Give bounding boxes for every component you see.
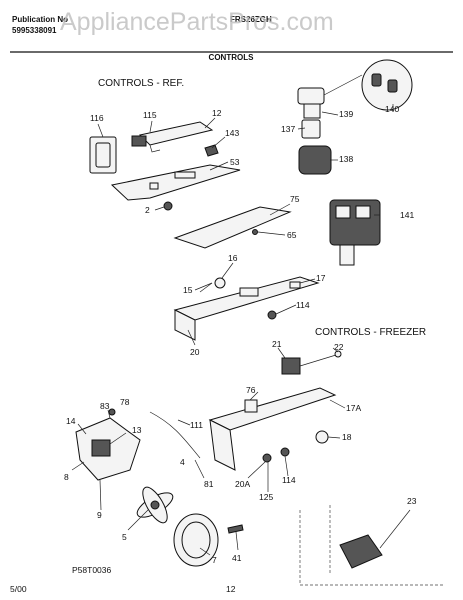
callout-141: 141 <box>400 210 414 220</box>
callout-2: 2 <box>145 205 150 215</box>
callout-15: 15 <box>183 285 193 295</box>
publication-label: Publication No <box>12 15 68 24</box>
fan-shroud-part <box>173 513 219 567</box>
callout-139: 139 <box>339 109 353 119</box>
callout-140: 140 <box>385 104 399 114</box>
section-title: CONTROLS <box>209 53 255 62</box>
footer-date: 5/00 <box>10 584 27 594</box>
freezer-housing-part <box>208 387 337 471</box>
callout-9: 9 <box>97 510 102 520</box>
screw-41-part <box>227 524 244 534</box>
callout-78: 78 <box>120 397 130 407</box>
callout-8: 8 <box>64 472 69 482</box>
callout-65: 65 <box>287 230 297 240</box>
publication-number: 5995338091 <box>12 26 57 35</box>
detail-inset-part <box>323 59 413 111</box>
callout-5: 5 <box>122 532 127 542</box>
freezer-cabinet-part <box>299 505 445 586</box>
damper-assembly-part <box>297 87 332 175</box>
screw-part <box>163 201 173 211</box>
callout-4: 4 <box>180 457 185 467</box>
callout-14: 14 <box>66 416 76 426</box>
callout-21: 21 <box>272 339 282 349</box>
callout-20a: 20A <box>235 479 250 489</box>
screw-114-part <box>267 310 277 320</box>
control-panel-housing-part <box>173 276 320 341</box>
freezer-knob-part <box>315 430 329 444</box>
switch-bracket-part <box>131 121 214 153</box>
callout-138: 138 <box>339 154 353 164</box>
light-shield-part <box>89 136 117 174</box>
callout-143: 143 <box>225 128 239 138</box>
callout-125: 125 <box>259 492 273 502</box>
callout-12: 12 <box>212 108 222 118</box>
callout-137: 137 <box>281 124 295 134</box>
callout-116: 116 <box>90 113 104 123</box>
model-number: FRS26ZGH <box>230 15 272 24</box>
page-number: 12 <box>226 584 236 594</box>
callout-81: 81 <box>204 479 214 489</box>
knob-part <box>199 277 226 293</box>
control-housing-part <box>110 164 241 201</box>
fan-bracket-part <box>75 408 141 481</box>
callout-18: 18 <box>342 432 352 442</box>
screw-small-part <box>252 229 258 235</box>
callout-7: 7 <box>212 555 217 565</box>
screw-114b-part <box>280 447 290 457</box>
thermostat-part <box>281 350 342 375</box>
screw-20a-part <box>262 453 272 463</box>
callout-16: 16 <box>228 253 238 263</box>
callout-17a: 17A <box>346 403 361 413</box>
callout-20: 20 <box>190 347 200 357</box>
callout-111: 111 <box>190 420 203 430</box>
callout-83: 83 <box>100 401 110 411</box>
callout-76: 76 <box>246 385 256 395</box>
section-freezer-title: CONTROLS - FREEZER <box>315 327 426 338</box>
callouts: 116 115 12 143 53 2 75 65 140 139 137 13… <box>64 104 417 565</box>
callout-41: 41 <box>232 553 242 563</box>
callout-17: 17 <box>316 273 326 283</box>
callout-23: 23 <box>407 496 417 506</box>
fan-blade-part <box>136 486 174 524</box>
plate-part <box>173 206 292 249</box>
callout-22: 22 <box>334 342 344 352</box>
connector-part <box>204 144 219 157</box>
section-ref-title: CONTROLS - REF. <box>98 78 184 89</box>
callout-115: 115 <box>143 110 157 120</box>
callout-114-bottom: 114 <box>282 475 296 485</box>
drawing-number: P58T0036 <box>72 565 111 575</box>
callout-114-top: 114 <box>296 300 310 310</box>
watermark: AppliancePartsPros.com <box>60 8 334 36</box>
wire-harness-part <box>149 411 201 459</box>
control-block-part <box>329 199 381 266</box>
callout-13: 13 <box>132 425 142 435</box>
callout-53: 53 <box>230 157 240 167</box>
leader-lines <box>71 104 411 556</box>
callout-75: 75 <box>290 194 300 204</box>
